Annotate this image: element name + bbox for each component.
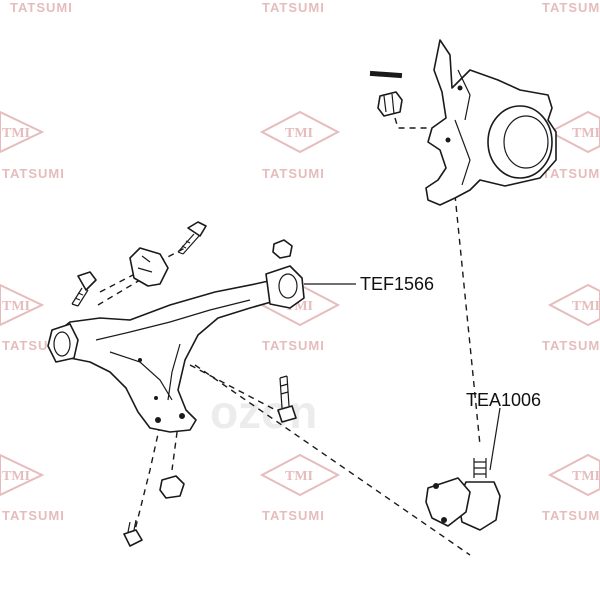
watermark-logo-text: TMI	[2, 299, 30, 314]
watermark-brand: TATSUMI	[10, 0, 73, 15]
watermark-logo: TMI	[259, 453, 341, 497]
watermark-brand: TATSUMI	[262, 0, 325, 15]
watermark-logo-text: TMI	[2, 126, 30, 141]
steering-knuckle-icon	[425, 39, 557, 206]
watermark-brand: TATSUMI	[262, 508, 325, 523]
watermark-logo: TMI	[0, 453, 45, 497]
watermark-logo: TMI	[0, 110, 45, 154]
ozon-watermark-text: ozon	[210, 386, 317, 438]
watermark-brand: TATSUMI	[542, 338, 600, 353]
nut-icon	[377, 91, 403, 117]
callout-ball-joint-label: TEA1006	[466, 390, 541, 410]
watermark-logo: TMI	[547, 283, 600, 327]
watermark-brand: TATSUMI	[262, 166, 325, 181]
bolt-icon	[277, 375, 297, 423]
watermark-brand: TATSUMI	[542, 166, 600, 181]
nut-icon	[159, 475, 185, 499]
callout-bushing-label: TEF1566	[360, 274, 434, 294]
pin-icon	[369, 70, 403, 79]
watermark-logo: TMI	[259, 110, 341, 154]
watermark-brand: TATSUMI	[262, 338, 325, 353]
bolt-icon	[177, 221, 207, 255]
watermark-logo-text: TMI	[2, 469, 30, 484]
watermark-logo: TMI	[547, 110, 600, 154]
watermark-layer: TATSUMI TATSUMI TATSUMI TMI TMI TMI TATS…	[0, 0, 600, 523]
watermark-logo-text: TMI	[285, 126, 313, 141]
watermark-logo-text: TMI	[572, 469, 600, 484]
watermark-logo: TMI	[0, 283, 45, 327]
control-arm-icon	[47, 277, 291, 433]
bushing-icon	[265, 265, 305, 309]
watermark-logo-text: TMI	[572, 126, 600, 141]
nut-icon	[272, 239, 293, 259]
watermark-brand: TATSUMI	[542, 508, 600, 523]
ozon-watermark-icon: ozon	[210, 386, 317, 438]
bolt-icon	[123, 519, 143, 547]
watermark-brand: TATSUMI	[2, 166, 65, 181]
watermark-logo: TMI	[547, 453, 600, 497]
watermark-logo-text: TMI	[285, 469, 313, 484]
watermark-brand: TATSUMI	[2, 508, 65, 523]
bolt-icon	[71, 271, 97, 307]
watermark-brand: TATSUMI	[542, 0, 600, 15]
ball-joint-icon	[425, 458, 501, 531]
leader-lines	[304, 283, 501, 471]
watermark-logo-text: TMI	[572, 299, 600, 314]
bracket-icon	[129, 247, 169, 287]
